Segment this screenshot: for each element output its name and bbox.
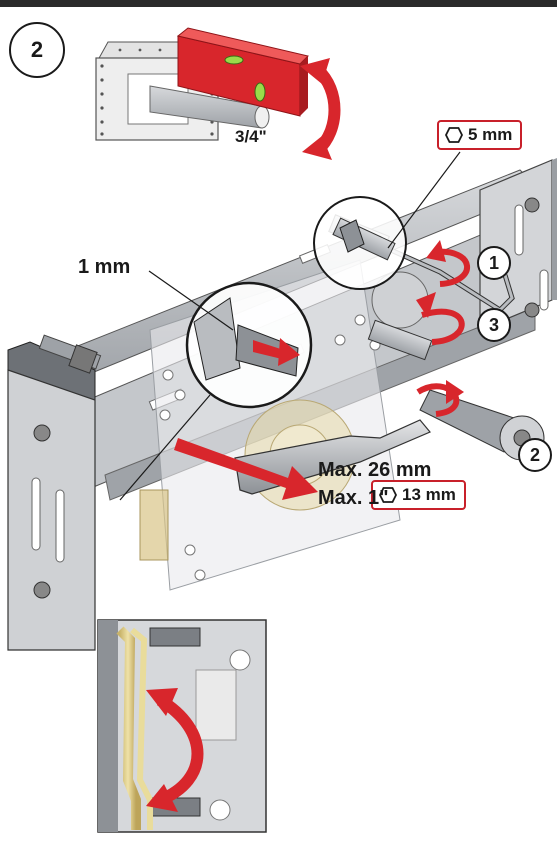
bottom-inset [97,619,267,833]
hex-key-small-label: 5 mm [468,125,513,144]
hex-nut-icon [379,487,397,503]
step-number-badge: 2 [9,22,65,78]
hex-key-large-label: 13 mm [402,485,456,504]
sequence-step-1: 1 [477,246,511,280]
max-depth-mm: Max. 26 mm [318,459,432,481]
sequence-step-1-label: 1 [488,252,499,273]
gap-label: 1 mm [78,256,131,278]
step-number: 2 [30,37,44,62]
callout-lines [119,151,461,501]
mounting-frame [7,158,557,651]
sequence-step-2: 2 [518,438,552,472]
max-depth-in: Max. 1" [318,487,389,509]
wrench-13mm-tag: 13 mm [371,480,466,510]
zoom-detail-gap [185,281,313,409]
sequence-step-3: 3 [477,308,511,342]
rotate-arrow-icon [416,240,471,417]
top-bar [0,0,557,7]
pipe-size-label: 3/4" [235,127,267,146]
zoom-detail-top [313,196,407,290]
hex-key-5mm-tag: 5 mm [437,120,523,150]
hex-nut-icon [445,127,463,143]
sequence-step-2-label: 2 [529,444,540,465]
sequence-step-3-label: 3 [488,314,499,335]
spirit-level-inset [95,27,341,160]
depth-arrow [174,438,318,500]
